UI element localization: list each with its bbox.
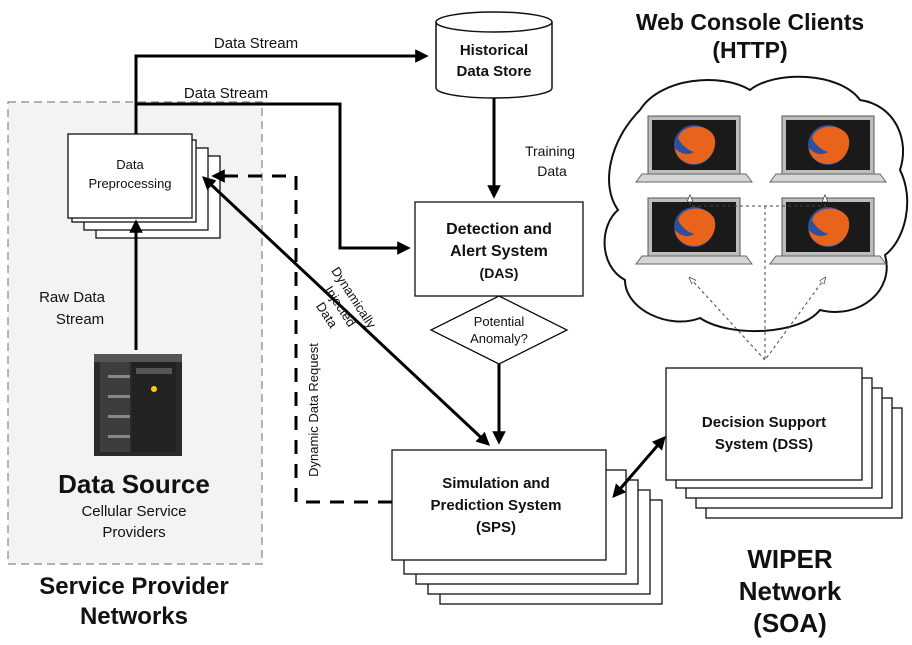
anomaly-label-1: Potential [474, 314, 525, 329]
dss-label-2: System (DSS) [715, 436, 813, 453]
laptop-firefox-icon [769, 115, 887, 183]
label-raw-data-1: Raw Data [39, 289, 106, 306]
preprocessing-label-1: Data [116, 157, 144, 172]
web-console-title-2: (HTTP) [712, 37, 787, 63]
historical-label-1: Historical [460, 42, 528, 59]
wiper-title-1: WIPER [747, 544, 832, 574]
data-source-sub-1: Cellular Service [81, 503, 186, 520]
label-raw-data-2: Stream [56, 311, 104, 328]
anomaly-decision: Potential Anomaly? [429, 295, 569, 365]
das-node: Detection and Alert System (DAS) [414, 201, 584, 297]
preprocessing-label-2: Preprocessing [88, 176, 171, 191]
cloud-links [690, 196, 825, 361]
das-label-2: Alert System [450, 243, 548, 260]
wiper-title-2: Network [739, 576, 842, 606]
sps-label-2: Prediction System [431, 497, 562, 514]
sps-label-1: Simulation and [442, 475, 550, 492]
laptop-firefox-icon [635, 197, 753, 265]
web-console-title-1: Web Console Clients [636, 9, 864, 35]
historical-label-2: Data Store [456, 63, 531, 80]
data-source-sub-2: Providers [102, 524, 165, 541]
dss-label-1: Decision Support [702, 414, 826, 431]
label-data-stream-mid: Data Stream [184, 85, 268, 102]
server-icon [94, 354, 182, 456]
laptop-firefox-icon [769, 197, 887, 265]
sps-label-3: (SPS) [476, 519, 516, 536]
laptop-firefox-icon [635, 115, 753, 183]
label-training-2: Data [537, 163, 567, 179]
das-label-3: (DAS) [480, 265, 519, 281]
anomaly-label-2: Anomaly? [470, 331, 528, 346]
label-dynamic-data-request: Dynamic Data Request [306, 343, 321, 477]
label-dynamic-injected-group: Dynamically Injected Data [313, 264, 379, 331]
preprocessing-node: Data Preprocessing [67, 133, 221, 239]
das-label-1: Detection and [446, 221, 552, 238]
dss-node: Decision Support System (DSS) [665, 367, 903, 519]
label-training-1: Training [525, 143, 575, 159]
data-source-title: Data Source [58, 469, 210, 499]
spn-title-1: Service Provider [39, 573, 228, 600]
connectors [129, 49, 666, 504]
historical-data-store: Historical Data Store [435, 11, 553, 99]
label-data-stream-top: Data Stream [214, 35, 298, 52]
sps-node: Simulation and Prediction System (SPS) [391, 449, 663, 605]
wiper-title-3: (SOA) [753, 608, 827, 638]
spn-title-2: Networks [80, 603, 188, 630]
